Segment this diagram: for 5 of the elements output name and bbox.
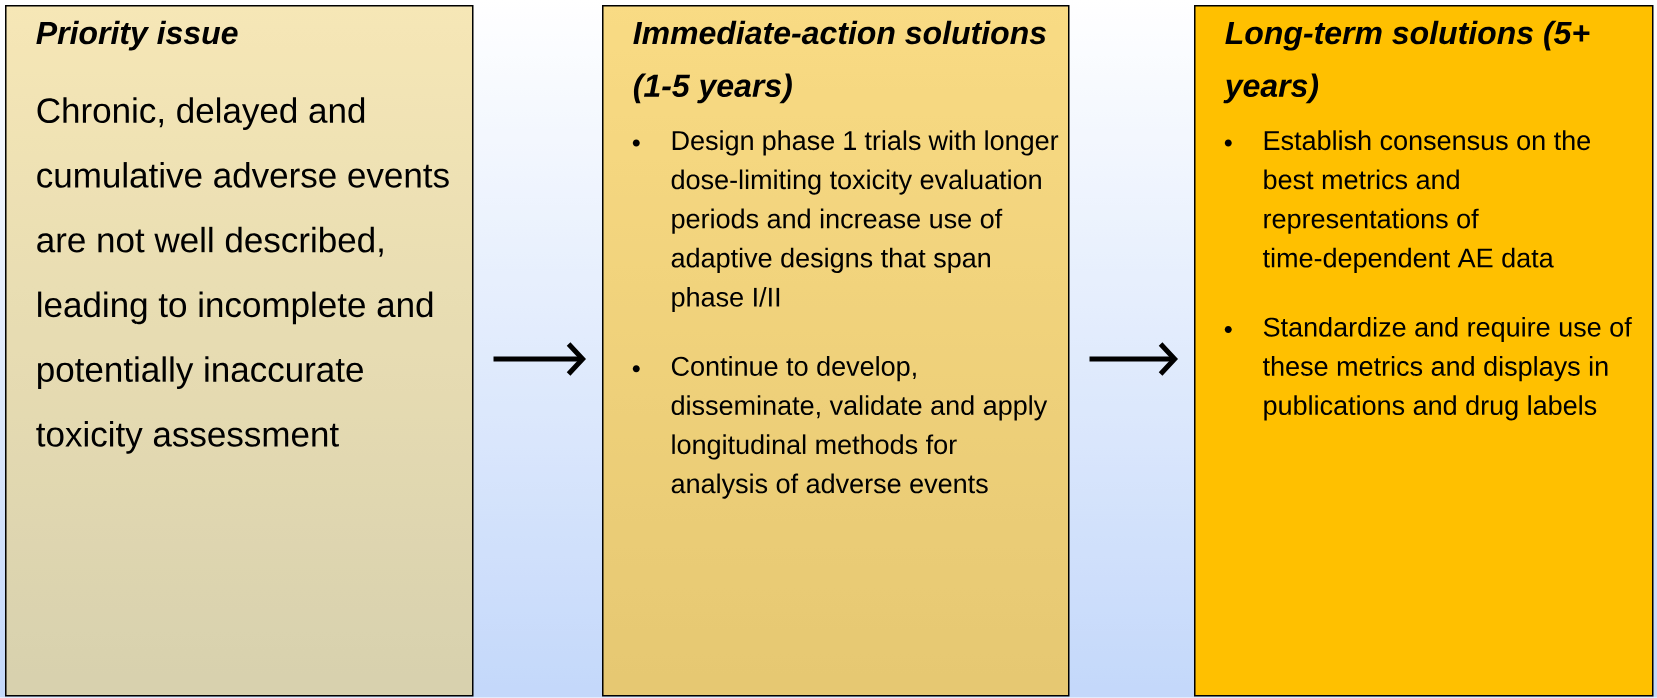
solution-box: Priority issue Chronic, delayed and cumulative adverse events are not well described, leading to incomplete and potentially inaccurate toxicity assessment xyxy=(5,5,474,697)
solution-box: Immediate-action solutions (1-5 years) Design phase 1 trials with longer dose-limiting toxicity evaluation periods and increase use of adaptive designs that span phase I/II Continue to develop, disseminate, validate and apply longitudinal methods for analysis of adverse events xyxy=(602,5,1070,697)
arrow xyxy=(1089,342,1178,376)
solution-box: Long-term solutions (5+ years) Establish consensus on the best metrics and representations of time-dependent AE data Standardize and require use of these metrics and displays in publications and drug labels xyxy=(1194,5,1654,697)
arrow xyxy=(493,342,586,376)
